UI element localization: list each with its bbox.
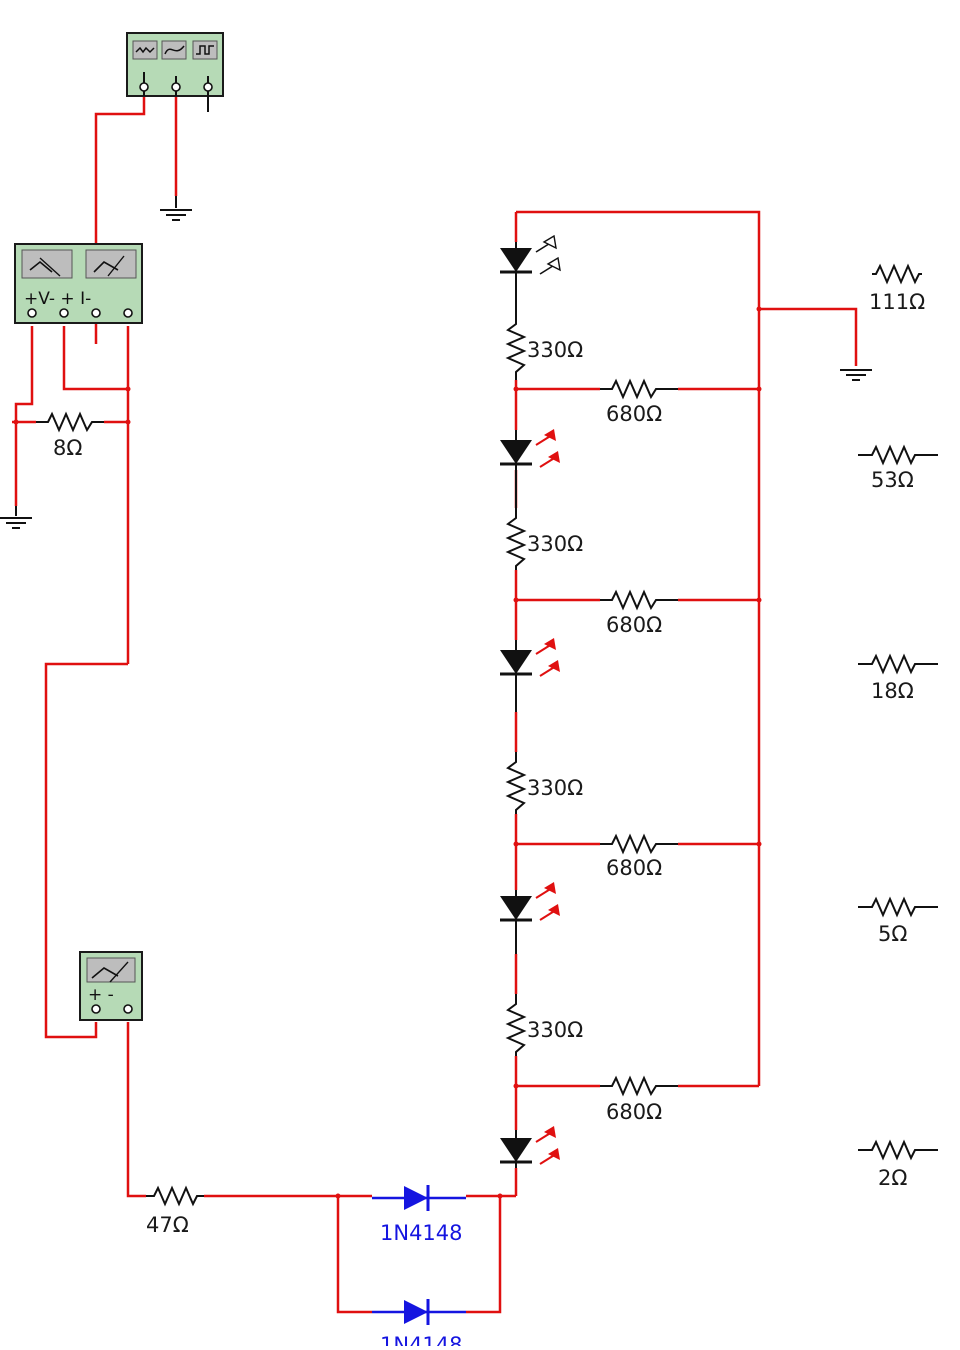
resistor-680-1-label: 680Ω [606,402,662,426]
resistor-680-1[interactable]: 680Ω [600,378,678,426]
wattmeter-icon [21,249,137,279]
wattmeter-terminal-label: +V- + I- [24,289,91,309]
diode-d2-label: 1N4148 [380,1333,463,1346]
resistor-680-2[interactable]: 680Ω [600,589,678,637]
resistor-8[interactable]: 8Ω [36,411,104,460]
resistor-47-label: 47Ω [146,1213,189,1237]
resistor-680-4[interactable]: 680Ω [600,1075,678,1124]
ground-symbol [839,369,873,381]
ammeter-icon [86,957,136,983]
resistor-330-3-label: 330Ω [527,776,583,800]
wattmeter[interactable]: +V- + I- [14,243,143,324]
resistor-5-label: 5Ω [878,922,907,946]
resistor-680-3-label: 680Ω [606,856,662,880]
led-5[interactable] [498,1125,561,1168]
diode-d1[interactable]: 1N4148 [372,1185,466,1245]
led-2-light-icon [535,428,561,468]
function-generator[interactable] [126,32,224,112]
resistor-18-label: 18Ω [871,679,914,703]
resistor-330-1[interactable]: 330Ω [505,312,583,380]
resistor-330-1-label: 330Ω [527,338,583,362]
resistor-18[interactable]: 18Ω [858,653,938,703]
diode-d2[interactable]: 1N4148 [372,1299,466,1350]
resistor-330-4-label: 330Ω [527,1018,583,1042]
led-1-light-icon [535,235,561,275]
resistor-330-2-label: 330Ω [527,532,583,556]
resistor-5[interactable]: 5Ω [858,896,938,946]
resistor-680-4-label: 680Ω [606,1100,662,1124]
resistor-680-3[interactable]: 680Ω [600,833,678,880]
led-3-light-icon [535,637,561,677]
resistor-330-4[interactable]: 330Ω [505,994,583,1056]
resistor-111-label: 111Ω [869,290,925,314]
ammeter[interactable]: + - [79,951,143,1021]
ground-symbol [0,506,33,529]
resistor-330-3[interactable]: 330Ω [505,752,583,814]
led-5-light-icon [535,1125,561,1165]
ground-symbol [159,196,193,221]
ammeter-terminal-label: + - [88,985,114,1005]
junction-dots [13,306,762,1199]
led-3[interactable] [498,637,561,712]
led-2[interactable] [498,428,561,508]
function-generator-icon [132,40,218,60]
resistor-330-2[interactable]: 330Ω [505,508,583,570]
resistor-2[interactable]: 2Ω [858,1139,938,1190]
resistor-2-label: 2Ω [878,1166,907,1190]
led-4[interactable] [498,881,561,954]
led-4-light-icon [535,881,561,921]
resistor-680-2-label: 680Ω [606,613,662,637]
resistor-53-label: 53Ω [871,468,914,492]
resistor-111[interactable]: 111Ω [869,263,925,314]
led-1[interactable] [498,235,561,312]
resistor-8-label: 8Ω [53,436,82,460]
resistor-47[interactable]: 47Ω [146,1185,204,1237]
resistor-53[interactable]: 53Ω [858,444,938,492]
diode-d1-label: 1N4148 [380,1221,463,1245]
